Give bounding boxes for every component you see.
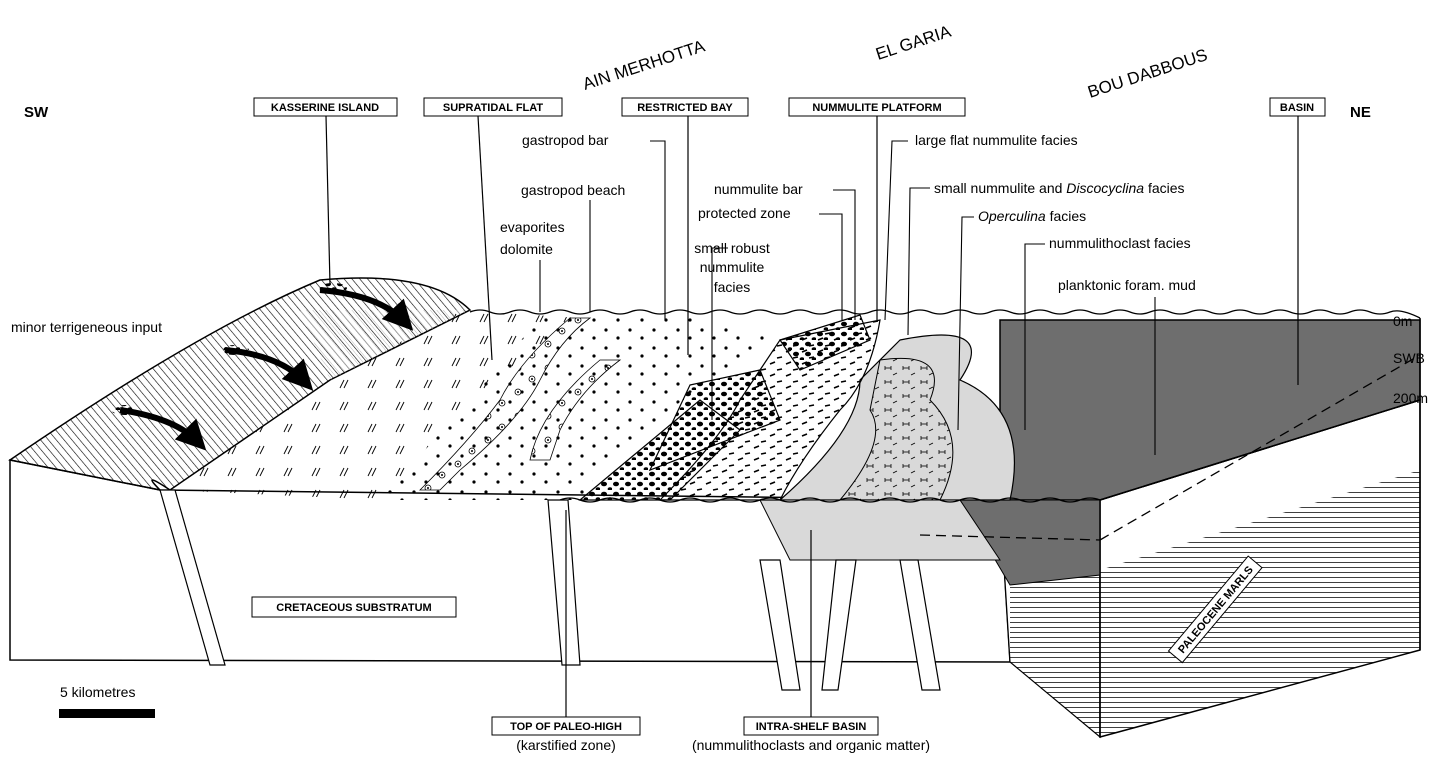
label-intra-shelf-basin: INTRA-SHELF BASIN: [756, 721, 867, 733]
label-kasserine-island: KASSERINE ISLAND: [271, 102, 379, 114]
label-protected-zone: protected zone: [698, 205, 791, 221]
leader-kasserine: [326, 116, 330, 285]
label-minor-terrigeneous-input: minor terrigeneous input: [11, 319, 162, 335]
pebbles-1: [319, 283, 347, 293]
label-nummulithoclasts-organic: (nummulithoclasts and organic matter): [692, 737, 930, 753]
label-gastropod-bar: gastropod bar: [522, 132, 609, 148]
direction-ne: NE: [1350, 104, 1371, 121]
depth-swb: SWB: [1393, 350, 1425, 366]
discocyclina-prefix: small nummulite and: [934, 180, 1066, 196]
locality-bou-dabbous: BOU DABBOUS: [1085, 45, 1209, 102]
discocyclina-italic: Discocyclina: [1066, 180, 1144, 196]
label-top-of-paleo-high: TOP OF PALEO-HIGH: [510, 721, 622, 733]
leader-protected-zone: [819, 214, 842, 320]
leader-large-flat: [885, 141, 908, 320]
intra-shelf-grey-front: [760, 500, 1000, 560]
locality-ain-merhotta: AIN MERHOTTA: [580, 36, 707, 94]
label-small-robust-2: nummulite: [700, 259, 765, 275]
pebbles-2: [221, 345, 249, 355]
label-basin: BASIN: [1280, 102, 1314, 114]
label-evaporites: evaporites: [500, 219, 565, 235]
label-restricted-bay: RESTRICTED BAY: [637, 102, 733, 114]
operculina-suffix: facies: [1046, 208, 1086, 224]
locality-el-garia: EL GARIA: [873, 21, 953, 63]
scale-bar-label: 5 kilometres: [60, 684, 135, 700]
operculina-italic: Operculina: [978, 208, 1046, 224]
label-supratidal-flat: SUPRATIDAL FLAT: [443, 102, 543, 114]
label-nummulite-bar: nummulite bar: [714, 181, 803, 197]
leader-discocyclina: [908, 188, 930, 335]
label-cretaceous-substratum: CRETACEOUS SUBSTRATUM: [276, 602, 431, 614]
direction-sw: SW: [24, 104, 49, 121]
pebbles-3: [111, 405, 139, 415]
label-small-robust-1: small robust: [694, 240, 770, 256]
label-operculina-facies: Operculina facies: [978, 208, 1086, 224]
label-planktonic-foram-mud: planktonic foram. mud: [1058, 277, 1196, 293]
marl-layering: [1010, 570, 1100, 737]
label-karstified-zone: (karstified zone): [516, 737, 616, 753]
discocyclina-suffix: facies: [1144, 180, 1184, 196]
label-small-robust-3: facies: [714, 279, 751, 295]
label-nummulite-platform: NUMMULITE PLATFORM: [812, 102, 941, 114]
scale-bar: [59, 709, 155, 718]
label-discocyclina-facies: small nummulite and Discocyclina facies: [934, 180, 1185, 196]
leader-nummulite-bar: [833, 190, 855, 320]
sea-level-waves: [470, 310, 1420, 318]
label-large-flat-nummulite: large flat nummulite facies: [915, 132, 1078, 148]
label-dolomite: dolomite: [500, 241, 553, 257]
leader-gastropod-bar: [650, 141, 665, 320]
label-gastropod-beach: gastropod beach: [521, 182, 625, 198]
label-nummulithoclast-facies: nummulithoclast facies: [1049, 235, 1191, 251]
depth-0m: 0m: [1393, 313, 1412, 329]
depth-200m: 200m: [1393, 390, 1428, 406]
